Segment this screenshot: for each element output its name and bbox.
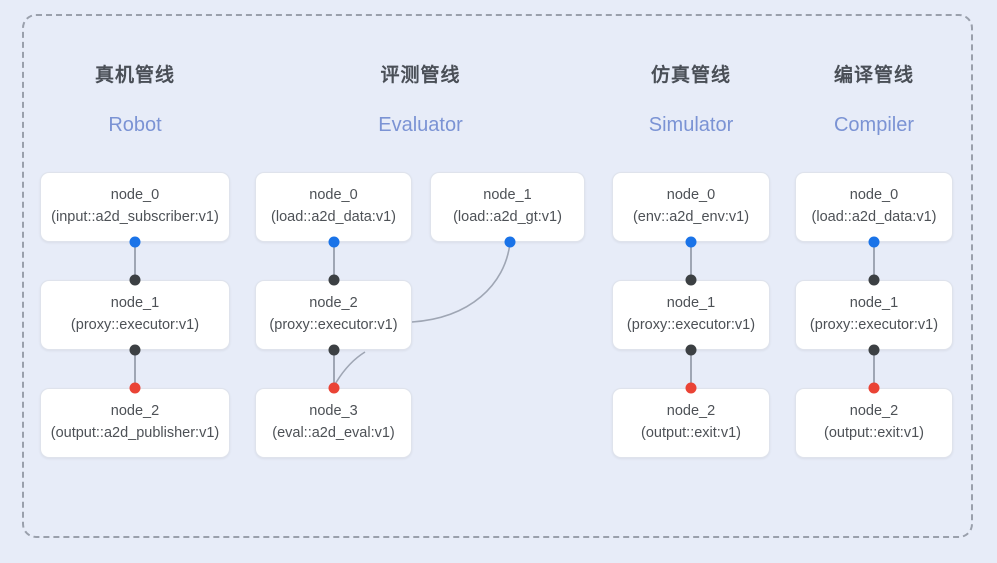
node-type: (load::a2d_gt:v1) (453, 209, 562, 225)
node-name: node_2 (666, 403, 716, 420)
node-card-compiler-node-0[interactable]: node_0 (load::a2d_data:v1) (795, 172, 953, 242)
node-type: (input::a2d_subscriber:v1) (51, 209, 219, 225)
node-card-simulator-node-2[interactable]: node_2 (output::exit:v1) (612, 388, 770, 458)
node-type: (load::a2d_data:v1) (811, 209, 937, 225)
node-name: node_3 (309, 403, 358, 420)
node-name: node_1 (849, 295, 899, 312)
port-output-robot-node-1[interactable] (129, 344, 141, 356)
column-title-compiler: 编译管线 (833, 65, 914, 86)
column-subtitle-evaluator: Evaluator (378, 114, 463, 136)
port-output-compiler-node-1[interactable] (868, 344, 880, 356)
edge-robot-node1-to-node2 (134, 350, 136, 388)
node-card-robot-node-1[interactable]: node_1 (proxy::executor:v1) (40, 280, 230, 350)
node-type: (env::a2d_env:v1) (632, 209, 750, 225)
node-card-evaluator-node-3[interactable]: node_3 (eval::a2d_eval:v1) (255, 388, 412, 458)
node-type: (output::a2d_publisher:v1) (50, 425, 220, 441)
port-input-robot-node-2[interactable] (129, 382, 141, 394)
node-type: (output::exit:v1) (824, 425, 924, 441)
node-name: node_2 (849, 403, 899, 420)
column-header-compiler: 编译管线 Compiler (795, 60, 953, 137)
node-card-compiler-node-1[interactable]: node_1 (proxy::executor:v1) (795, 280, 953, 350)
column-header-evaluator: 评测管线 Evaluator (333, 60, 508, 137)
edge-compiler-node1-to-node2 (873, 350, 875, 388)
column-subtitle-simulator: Simulator (648, 114, 734, 136)
node-card-simulator-node-1[interactable]: node_1 (proxy::executor:v1) (612, 280, 770, 350)
port-input-compiler-node-1[interactable] (868, 274, 880, 286)
port-output-robot-node-0[interactable] (129, 236, 141, 248)
node-name: node_0 (849, 187, 899, 204)
node-name: node_0 (110, 187, 160, 204)
node-card-simulator-node-0[interactable]: node_0 (env::a2d_env:v1) (612, 172, 770, 242)
node-type: (output::exit:v1) (641, 425, 741, 441)
port-output-simulator-node-1[interactable] (685, 344, 697, 356)
port-input-simulator-node-2[interactable] (685, 382, 697, 394)
node-type: (proxy::executor:v1) (626, 317, 756, 333)
edge-compiler-node0-to-node1 (873, 242, 875, 280)
edge-evaluator-node0-to-node2 (333, 242, 335, 280)
node-card-evaluator-node-1[interactable]: node_1 (load::a2d_gt:v1) (430, 172, 585, 242)
pipeline-container-frame (22, 14, 973, 538)
port-input-simulator-node-1[interactable] (685, 274, 697, 286)
port-output-evaluator-node-1[interactable] (504, 236, 516, 248)
edge-simulator-node1-to-node2 (690, 350, 692, 388)
node-type: (proxy::executor:v1) (809, 317, 939, 333)
node-card-robot-node-2[interactable]: node_2 (output::a2d_publisher:v1) (40, 388, 230, 458)
column-subtitle-robot: Robot (108, 114, 162, 136)
column-title-evaluator: 评测管线 (380, 65, 461, 86)
column-title-robot: 真机管线 (94, 65, 175, 86)
node-name: node_0 (309, 187, 358, 204)
edge-robot-node0-to-node1 (134, 242, 136, 280)
node-type: (eval::a2d_eval:v1) (272, 425, 395, 441)
port-output-compiler-node-0[interactable] (868, 236, 880, 248)
node-name: node_2 (309, 295, 358, 312)
node-card-compiler-node-2[interactable]: node_2 (output::exit:v1) (795, 388, 953, 458)
edge-simulator-node0-to-node1 (690, 242, 692, 280)
node-type: (load::a2d_data:v1) (271, 209, 396, 225)
column-header-robot: 真机管线 Robot (40, 60, 230, 137)
port-input-compiler-node-2[interactable] (868, 382, 880, 394)
node-name: node_1 (110, 295, 160, 312)
port-input-evaluator-node-2[interactable] (328, 274, 340, 286)
port-output-evaluator-node-0[interactable] (328, 236, 340, 248)
column-subtitle-compiler: Compiler (833, 114, 915, 136)
node-name: node_2 (110, 403, 160, 420)
port-input-evaluator-node-3[interactable] (328, 382, 340, 394)
column-title-simulator: 仿真管线 (650, 65, 731, 86)
node-card-evaluator-node-0[interactable]: node_0 (load::a2d_data:v1) (255, 172, 412, 242)
node-type: (proxy::executor:v1) (269, 317, 398, 333)
port-output-simulator-node-0[interactable] (685, 236, 697, 248)
node-name: node_0 (666, 187, 716, 204)
column-header-simulator: 仿真管线 Simulator (612, 60, 770, 137)
node-name: node_1 (483, 187, 532, 204)
node-card-robot-node-0[interactable]: node_0 (input::a2d_subscriber:v1) (40, 172, 230, 242)
node-name: node_1 (666, 295, 716, 312)
port-output-evaluator-node-2[interactable] (328, 344, 340, 356)
port-input-robot-node-1[interactable] (129, 274, 141, 286)
node-type: (proxy::executor:v1) (70, 317, 200, 333)
node-card-evaluator-node-2[interactable]: node_2 (proxy::executor:v1) (255, 280, 412, 350)
